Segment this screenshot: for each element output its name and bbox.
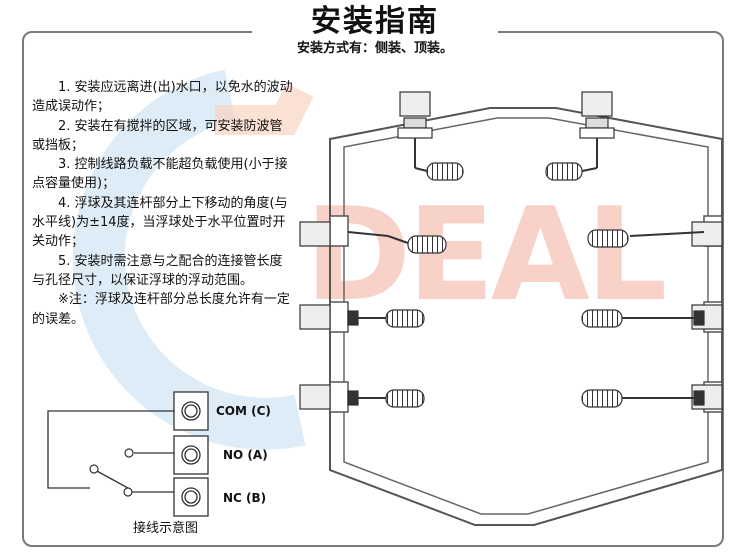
terminal-block-nc	[173, 477, 209, 517]
top-switch-left	[397, 91, 464, 181]
instruction-list: 1. 安装应远离进(出)水口，以免水的波动造成误动作； 2. 安装在有搅拌的区域…	[32, 78, 294, 329]
contact-no	[124, 448, 134, 458]
contact-nc	[123, 487, 133, 497]
page-title: 安装指南	[311, 4, 439, 39]
page-subtitle: 安装方式有：侧装、顶装。	[296, 41, 453, 56]
terminal-com-screw	[181, 401, 201, 421]
wiring-caption: 接线示意图	[133, 521, 199, 536]
terminal-no-screw	[181, 445, 201, 465]
instruction-item: 1. 安装应远离进(出)水口，以免水的波动造成误动作；	[32, 80, 293, 115]
watermark-ring	[72, 69, 306, 450]
terminal-label-com: COM (C)	[216, 404, 271, 418]
title-block: 安装指南 安装方式有：侧装、顶装。	[252, 4, 498, 60]
watermark-text: DEAL	[305, 181, 667, 330]
terminal-block-com	[173, 391, 209, 431]
terminal-label-no: NO (A)	[223, 448, 268, 462]
side-switch-right-2	[581, 304, 723, 330]
side-switch-left-3	[299, 384, 425, 410]
instruction-note: ※注：浮球及连杆部分总长度允许有一定的误差。	[32, 292, 290, 327]
instruction-item: 3. 控制线路负载不能超负载使用(小于接点容量使用)；	[32, 157, 288, 192]
side-switch-left-2	[299, 304, 425, 330]
side-switch-right-3	[581, 384, 723, 410]
terminal-label-nc: NC (B)	[223, 491, 267, 505]
terminal-nc-screw	[181, 487, 201, 507]
instruction-item: 5. 安装时需注意与之配合的连接管长度与孔径尺寸，以保证浮球的浮动范围。	[32, 253, 283, 288]
instruction-item: 2. 安装在有搅拌的区域，可安装防波管或挡板；	[32, 118, 283, 153]
contact-com	[89, 464, 99, 474]
terminal-block-no	[173, 435, 209, 475]
instruction-item: 4. 浮球及其连杆部分上下移动的角度(与水平线)为±14度，当浮球处于水平位置时…	[32, 195, 288, 250]
watermark-swoosh	[215, 83, 314, 135]
wire-com	[47, 410, 174, 489]
top-switch-right	[545, 91, 615, 181]
side-switch-right-1	[587, 221, 723, 248]
switch-lever	[94, 469, 129, 489]
side-switch-left-1	[299, 221, 447, 254]
